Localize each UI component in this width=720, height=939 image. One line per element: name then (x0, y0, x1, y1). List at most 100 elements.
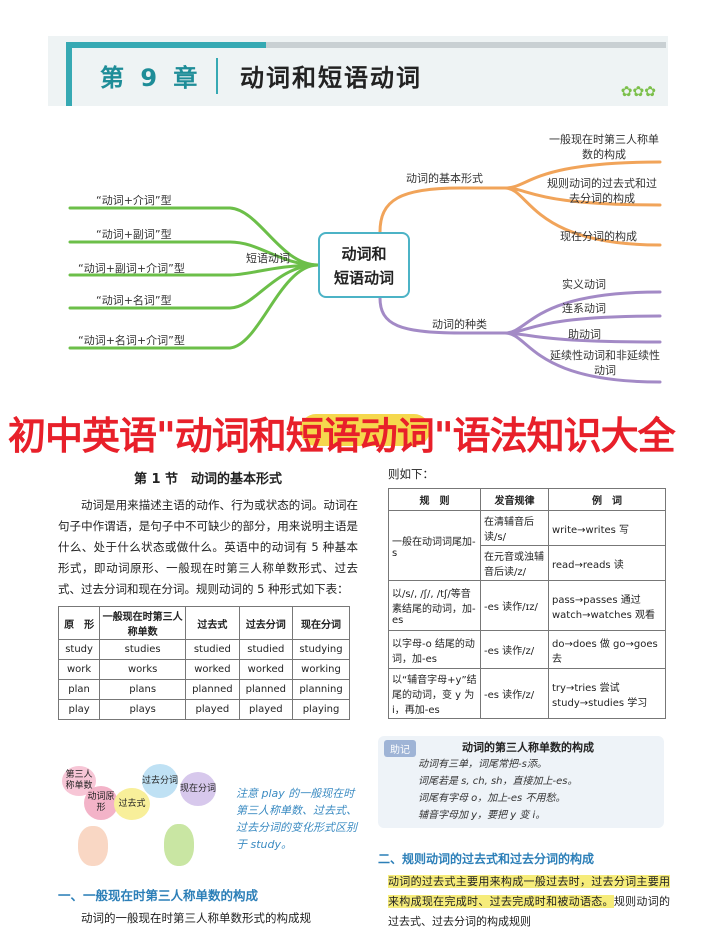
table-cell: plans (99, 679, 187, 700)
table-cell: -es 读作/z/ (480, 668, 549, 719)
table-row: plan plans planned planned planning (57, 679, 350, 700)
section-title: 第 1 节 动词的基本形式 (133, 472, 283, 487)
top-branch-label: 动词的基本形式 (406, 172, 483, 185)
memo-line: 动词有三单，词尾常把-s添。 (418, 759, 547, 770)
left-column: 第 1 节 动词的基本形式 动词是用来描述主语的动作、行为或状态的词。动词在句子… (57, 468, 358, 720)
chapter-title: 动词和短语动词 (240, 64, 422, 92)
branch-left-4 (68, 263, 320, 310)
table-header-row: 规 则 发音规律 例 词 (388, 488, 666, 511)
memo-line: 词尾有字母 o，加上-es 不用愁。 (418, 793, 566, 804)
subsection-1-title: 一、一般现在时第三人称单数的构成 (58, 888, 259, 903)
handwritten-note: 注意 play 的一般现在时第三人称单数、过去式、过去分词的变化形式区别于 st… (236, 787, 357, 851)
overlay-title: 初中英语"动词和短语动词"语法知识大全 (8, 414, 676, 458)
knowledge-strip (300, 414, 430, 446)
table-cell: read→reads 读 (548, 545, 666, 581)
table-cell: do→does 做 go→goes 去 (548, 630, 666, 669)
table-cell: plays (99, 699, 187, 720)
table-cell: working (292, 659, 350, 680)
mind-map-branches (68, 160, 662, 384)
table-row: 在元音或浊辅音后读/z/ read→reads 读 (389, 545, 666, 581)
table-cell: worked (185, 659, 240, 680)
table-row: 以字母-o 结尾的动词，加-es -es 读作/z/ do→does 做 go→… (388, 630, 666, 669)
table-cell: works (99, 659, 187, 680)
table-cell: work (57, 659, 101, 680)
plain-text: 规则动词的过去式、过去分词的构成规则 (388, 895, 671, 928)
table-cell: worked (238, 659, 294, 680)
section-paragraph: 动词是用来描述主语的动作、行为或状态的词。动词在句子中作谓语，是句子中不可缺少的… (58, 498, 358, 596)
balloon-past-participle: 过去分词 (142, 764, 178, 798)
rules-intro: 则如下： (388, 467, 434, 481)
table-row: 以/s/, /ʃ/, /tʃ/等音素结尾的动词，加-es -es 读作/ɪz/ … (388, 580, 666, 631)
memo-line: 辅音字母加 y，要把 y 变 i。 (418, 810, 546, 821)
character-icon (78, 826, 108, 866)
table-cell: 以/s/, /ʃ/, /tʃ/等音素结尾的动词，加-es (388, 580, 481, 631)
balloon-present-participle: 现在分词 (180, 772, 216, 806)
table-cell: -es 读作/z/ (480, 630, 549, 669)
table-cell: 以“辅音字母+y”结尾的动词，变 y 为 i，再加-es (388, 668, 481, 719)
center-line-2: 短语动词 (333, 269, 394, 287)
col-header: 例 词 (548, 488, 666, 511)
table-cell: play (57, 699, 101, 720)
table-cell: studies (99, 639, 187, 660)
branch-left-1 (68, 206, 320, 267)
col-header: 发音规律 (480, 488, 549, 511)
table-row: work works worked worked working (57, 659, 350, 680)
col-header: 过去式 (185, 606, 240, 640)
balloon-illustration: 第三人称单数 动词原形 过去式 过去分词 现在分词 (58, 762, 228, 872)
chapter-header: 第 9 章 动词和短语动词 ✿✿✿ (48, 36, 668, 106)
header-gray-bar (266, 42, 666, 48)
balloon-base-form: 动词原形 (84, 786, 118, 820)
branch-top-1 (503, 160, 662, 190)
bottom-item-1: 实义动词 (562, 278, 606, 291)
table-cell: 以字母-o 结尾的动词，加-es (388, 630, 481, 669)
header-divider (216, 58, 218, 94)
table-cell: try→tries 尝试 study→studies 学习 (548, 668, 666, 719)
table-cell: planned (238, 679, 294, 700)
table-cell: write→writes 写 (548, 510, 666, 546)
right-column: 则如下： 规 则 发音规律 例 词 一般在动词词尾加-s 在清辅音后读/s/ w… (388, 466, 668, 719)
table-cell: 一般在动词词尾加-s (388, 510, 481, 581)
bottom-branch-label: 动词的种类 (432, 318, 487, 331)
mind-map: 动词和 短语动词 短语动词 “动词+介词”型 “动词+副词”型 “动词+副词+介… (60, 120, 670, 390)
table-row: play plays played played playing (57, 699, 350, 720)
memo-lines: 动词有三单，词尾常把-s添。 词尾若是 s, ch, sh，直接加上-es。 词… (418, 756, 577, 824)
col-header: 过去分词 (238, 606, 294, 640)
mind-map-center: 动词和 短语动词 (318, 232, 410, 298)
top-item-3: 现在分词的构成 (560, 230, 637, 243)
chapter-number: 第 9 章 (100, 64, 202, 92)
memo-tag: 助记 (384, 740, 416, 757)
table-cell: -es 读作/ɪz/ (480, 580, 549, 631)
table-cell: studied (185, 639, 240, 660)
memo-title: 动词的第三人称单数的构成 (462, 741, 594, 754)
table-row: 以“辅音字母+y”结尾的动词，变 y 为 i，再加-es -es 读作/z/ t… (388, 668, 666, 719)
table-row: 一般在动词词尾加-s 在清辅音后读/s/ write→writes 写 (388, 510, 666, 581)
branch-bottom-4 (503, 331, 662, 384)
table-cell: 在清辅音后读/s/ (480, 510, 549, 546)
header-accent-bar (66, 42, 266, 48)
sprout-icon: ✿✿✿ (620, 84, 656, 100)
left-branch-label: 短语动词 (246, 252, 290, 265)
table-cell: played (185, 699, 240, 720)
left-item-5: “动词+名词+介词”型 (78, 334, 185, 347)
table-cell: planned (185, 679, 240, 700)
table-cell: plan (57, 679, 101, 700)
left-item-1: “动词+介词”型 (96, 194, 172, 207)
center-line-1: 动词和 (341, 245, 387, 263)
memo-line: 词尾若是 s, ch, sh，直接加上-es。 (418, 776, 578, 787)
table-header-row: 原 形 一般现在时第三人称单数 过去式 过去分词 现在分词 (57, 606, 350, 640)
top-item-1: 一般现在时第三人称单数的构成 (549, 133, 659, 161)
table-cell: studying (292, 639, 350, 660)
branch-left-5 (68, 263, 320, 350)
left-item-2: “动词+副词”型 (96, 228, 172, 241)
branch-top-main (378, 186, 507, 234)
branch-bottom-main (378, 296, 507, 335)
left-item-3: “动词+副词+介词”型 (78, 262, 185, 275)
table-cell: planning (292, 679, 350, 700)
header-left-bar (66, 42, 72, 106)
table-row: study studies studied studied studying (57, 639, 350, 660)
col-header: 规 则 (388, 488, 481, 511)
branch-top-3 (503, 186, 662, 247)
bottom-item-3: 助动词 (568, 328, 601, 341)
bottom-item-2: 连系动词 (562, 302, 606, 315)
verb-forms-table: 原 形 一般现在时第三人称单数 过去式 过去分词 现在分词 study stud… (57, 606, 350, 720)
